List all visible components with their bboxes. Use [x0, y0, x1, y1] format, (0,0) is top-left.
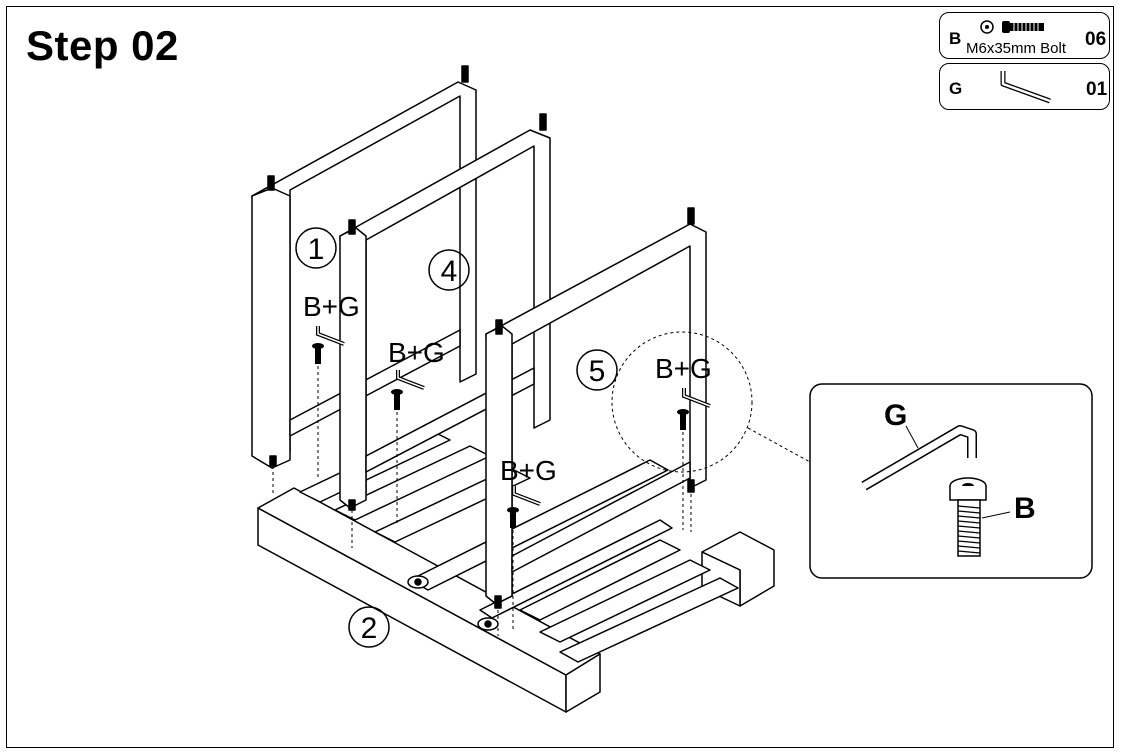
part-b-qty: 06: [1085, 29, 1107, 50]
fastener-label-4: B+G: [388, 337, 445, 368]
middle-panel: [339, 113, 551, 511]
callout-5: 5: [589, 355, 606, 388]
allen-key-icon: [1000, 71, 1051, 104]
callout-1: 1: [308, 233, 325, 266]
callout-4: 4: [441, 255, 458, 288]
detail-inset: [809, 383, 1093, 579]
front-panel: [485, 207, 707, 609]
fastener-label-front: B+G: [500, 455, 557, 486]
detail-bolt: [949, 477, 987, 557]
part-g-letter: G: [949, 79, 963, 98]
part-b-box: B M6x35mm Bolt 06: [939, 12, 1110, 59]
back-panel: [251, 65, 477, 469]
detail-bolt-label: B: [1014, 492, 1036, 525]
detail-allen-key: [861, 425, 977, 491]
callout-2: 2: [361, 612, 378, 645]
part-b-description: M6x35mm Bolt: [966, 40, 1067, 57]
part-g-box: G 01: [939, 63, 1110, 110]
detail-key-label: G: [884, 399, 907, 432]
fastener-label-5: B+G: [655, 353, 712, 384]
instruction-frame: [6, 6, 1114, 748]
step-title: Step 02: [26, 22, 179, 69]
fastener-label-1: B+G: [303, 291, 360, 322]
part-g-qty: 01: [1086, 79, 1108, 100]
part-b-letter: B: [949, 29, 962, 48]
bolt-icon: [980, 20, 1044, 34]
